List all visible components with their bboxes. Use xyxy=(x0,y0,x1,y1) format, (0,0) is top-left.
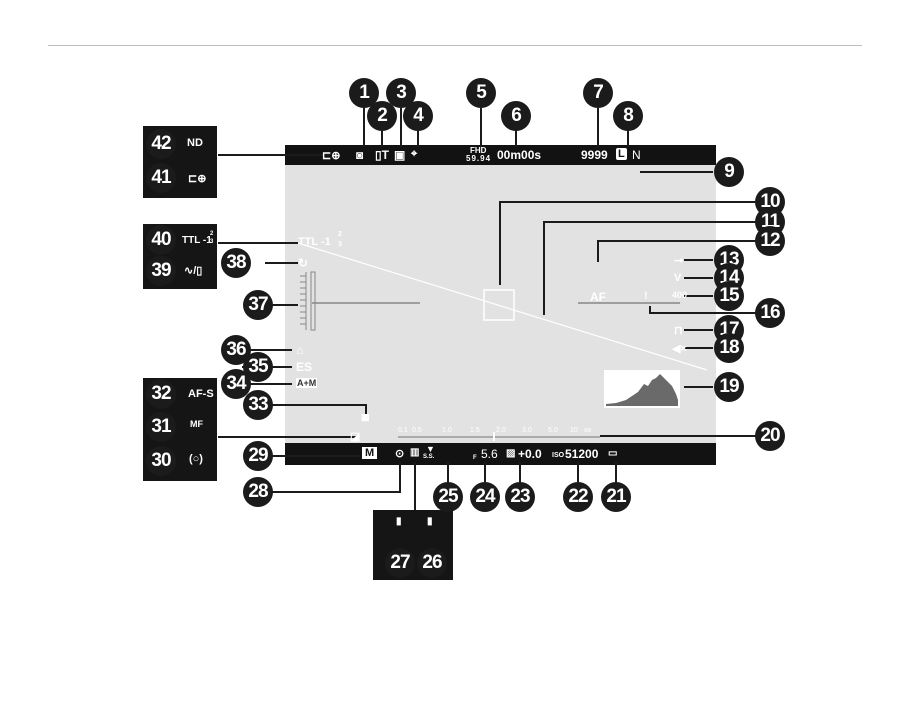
wb-icon-alt-2: ▮ xyxy=(427,516,433,527)
callout-30: 30 xyxy=(146,446,176,476)
distance-scale: 0.1 0.5 1.0 1.5 2.0 3.0 5.0 10 ∞ xyxy=(398,425,592,436)
flash-mode-alt: TTL -1 xyxy=(182,235,212,246)
callout-9: 9 xyxy=(714,157,744,187)
focus-indicator-icon: ◪ xyxy=(350,431,361,443)
callout-38: 38 xyxy=(221,248,251,278)
level-line xyxy=(297,242,708,371)
callout-20: 20 xyxy=(755,421,785,451)
callout-24: 24 xyxy=(470,482,500,512)
shooting-mode: M xyxy=(362,447,378,459)
callout-40: 40 xyxy=(146,225,176,255)
card-slot-icon: ▣ xyxy=(394,148,406,162)
shutter-triangle-icon: ▼ xyxy=(426,444,435,454)
sound-off-icon: ◀× xyxy=(672,343,687,355)
exposure-comp: +0.0 xyxy=(518,447,542,461)
callout-18: 18 xyxy=(714,333,744,363)
callout-8: 8 xyxy=(613,101,643,131)
film-simulation-icon: V xyxy=(674,272,682,284)
callout-39: 39 xyxy=(146,256,176,286)
callout-27: 27 xyxy=(385,548,415,578)
boost-mode-icon: ⌂ xyxy=(296,343,304,357)
image-quality: N xyxy=(632,148,641,162)
callout-25: 25 xyxy=(433,482,463,512)
lock-icon: ⊓ xyxy=(674,325,683,337)
aperture: 5.6 xyxy=(481,447,498,461)
callout-32: 32 xyxy=(146,379,176,409)
frame-rate: 59.94 xyxy=(466,154,492,163)
iso-value: 51200 xyxy=(565,447,599,461)
callout-19: 19 xyxy=(714,372,744,402)
callout-29: 29 xyxy=(243,441,273,471)
battery-icon: ▭ xyxy=(608,448,618,459)
aperture-prefix: F xyxy=(473,455,477,461)
flash-frac-num: 2 xyxy=(338,231,342,238)
shutter-label: S.S. xyxy=(423,454,435,460)
af-s-icon: AF-S xyxy=(188,388,214,400)
callout-28: 28 xyxy=(243,477,273,507)
callout-33: 33 xyxy=(243,390,273,420)
wb-icon: ▥ xyxy=(410,447,420,458)
top-status-bar xyxy=(285,145,716,165)
digital-zoom-icon: ⊏⊕ xyxy=(322,150,341,162)
callout-15: 15 xyxy=(714,281,744,311)
mf-icon: MF xyxy=(190,419,203,429)
image-size: L xyxy=(616,148,627,160)
viewfinder-display xyxy=(285,145,716,465)
callout-23: 23 xyxy=(505,482,535,512)
page-rule xyxy=(48,45,862,46)
af-label: AF xyxy=(590,290,606,304)
focus-frame xyxy=(483,289,515,321)
dynamic-range: 400 xyxy=(672,290,688,300)
exposure-indicator xyxy=(300,271,316,331)
nd-icon: ND xyxy=(187,137,203,149)
callout-16: 16 xyxy=(755,298,785,328)
exp-comp-icon: ▨ xyxy=(506,448,516,459)
callout-7: 7 xyxy=(583,78,613,108)
flash-mode: TTL -1 xyxy=(298,236,331,248)
digital-zoom-icon-alt: ⊏⊕ xyxy=(188,173,207,185)
callout-41: 41 xyxy=(146,163,176,193)
metering-mode-icon: ⊙ xyxy=(395,448,405,460)
flash-frac-den: 3 xyxy=(338,241,342,248)
histogram xyxy=(604,370,680,408)
callout-2: 2 xyxy=(367,101,397,131)
af-c-icon: (○) xyxy=(189,453,203,465)
flash-alt-frac-num: 2 xyxy=(210,231,214,237)
callout-21: 21 xyxy=(601,482,631,512)
callout-22: 22 xyxy=(563,482,593,512)
temperature-warning-icon: ▯T xyxy=(375,148,389,162)
callout-42: 42 xyxy=(146,129,176,159)
iso-warning-icon: ! xyxy=(644,290,648,302)
focus-switch: A+M xyxy=(296,378,318,388)
callout-37: 37 xyxy=(243,290,273,320)
thermometer-icon: ⊸ xyxy=(674,255,684,267)
af-mode-icon: ▦ xyxy=(361,412,370,422)
metering-icon: ◙ xyxy=(356,148,364,162)
bottom-status-bar xyxy=(285,443,716,465)
frames-remaining: 9999 xyxy=(581,148,608,162)
recording-time: 00m00s xyxy=(497,148,542,162)
wb-icon-alt-1: ▮ xyxy=(396,516,402,527)
iso-label: ISO xyxy=(552,452,565,459)
callout-12: 12 xyxy=(755,226,785,256)
shutter-type: ES xyxy=(296,360,313,374)
callout-5: 5 xyxy=(466,78,496,108)
callout-6: 6 xyxy=(501,101,531,131)
callout-4: 4 xyxy=(403,101,433,131)
movie-format: FHD xyxy=(470,146,487,155)
flash-alt-frac-den: 3 xyxy=(210,239,214,245)
callout-36: 36 xyxy=(221,335,251,365)
callout-26: 26 xyxy=(417,548,447,578)
leader-lines xyxy=(218,108,760,525)
remote-release-icon: ∿/▯ xyxy=(184,265,203,277)
location-icon: ⌖ xyxy=(411,148,418,160)
self-timer-icon: ↻ xyxy=(298,256,309,270)
callout-31: 31 xyxy=(146,412,176,442)
